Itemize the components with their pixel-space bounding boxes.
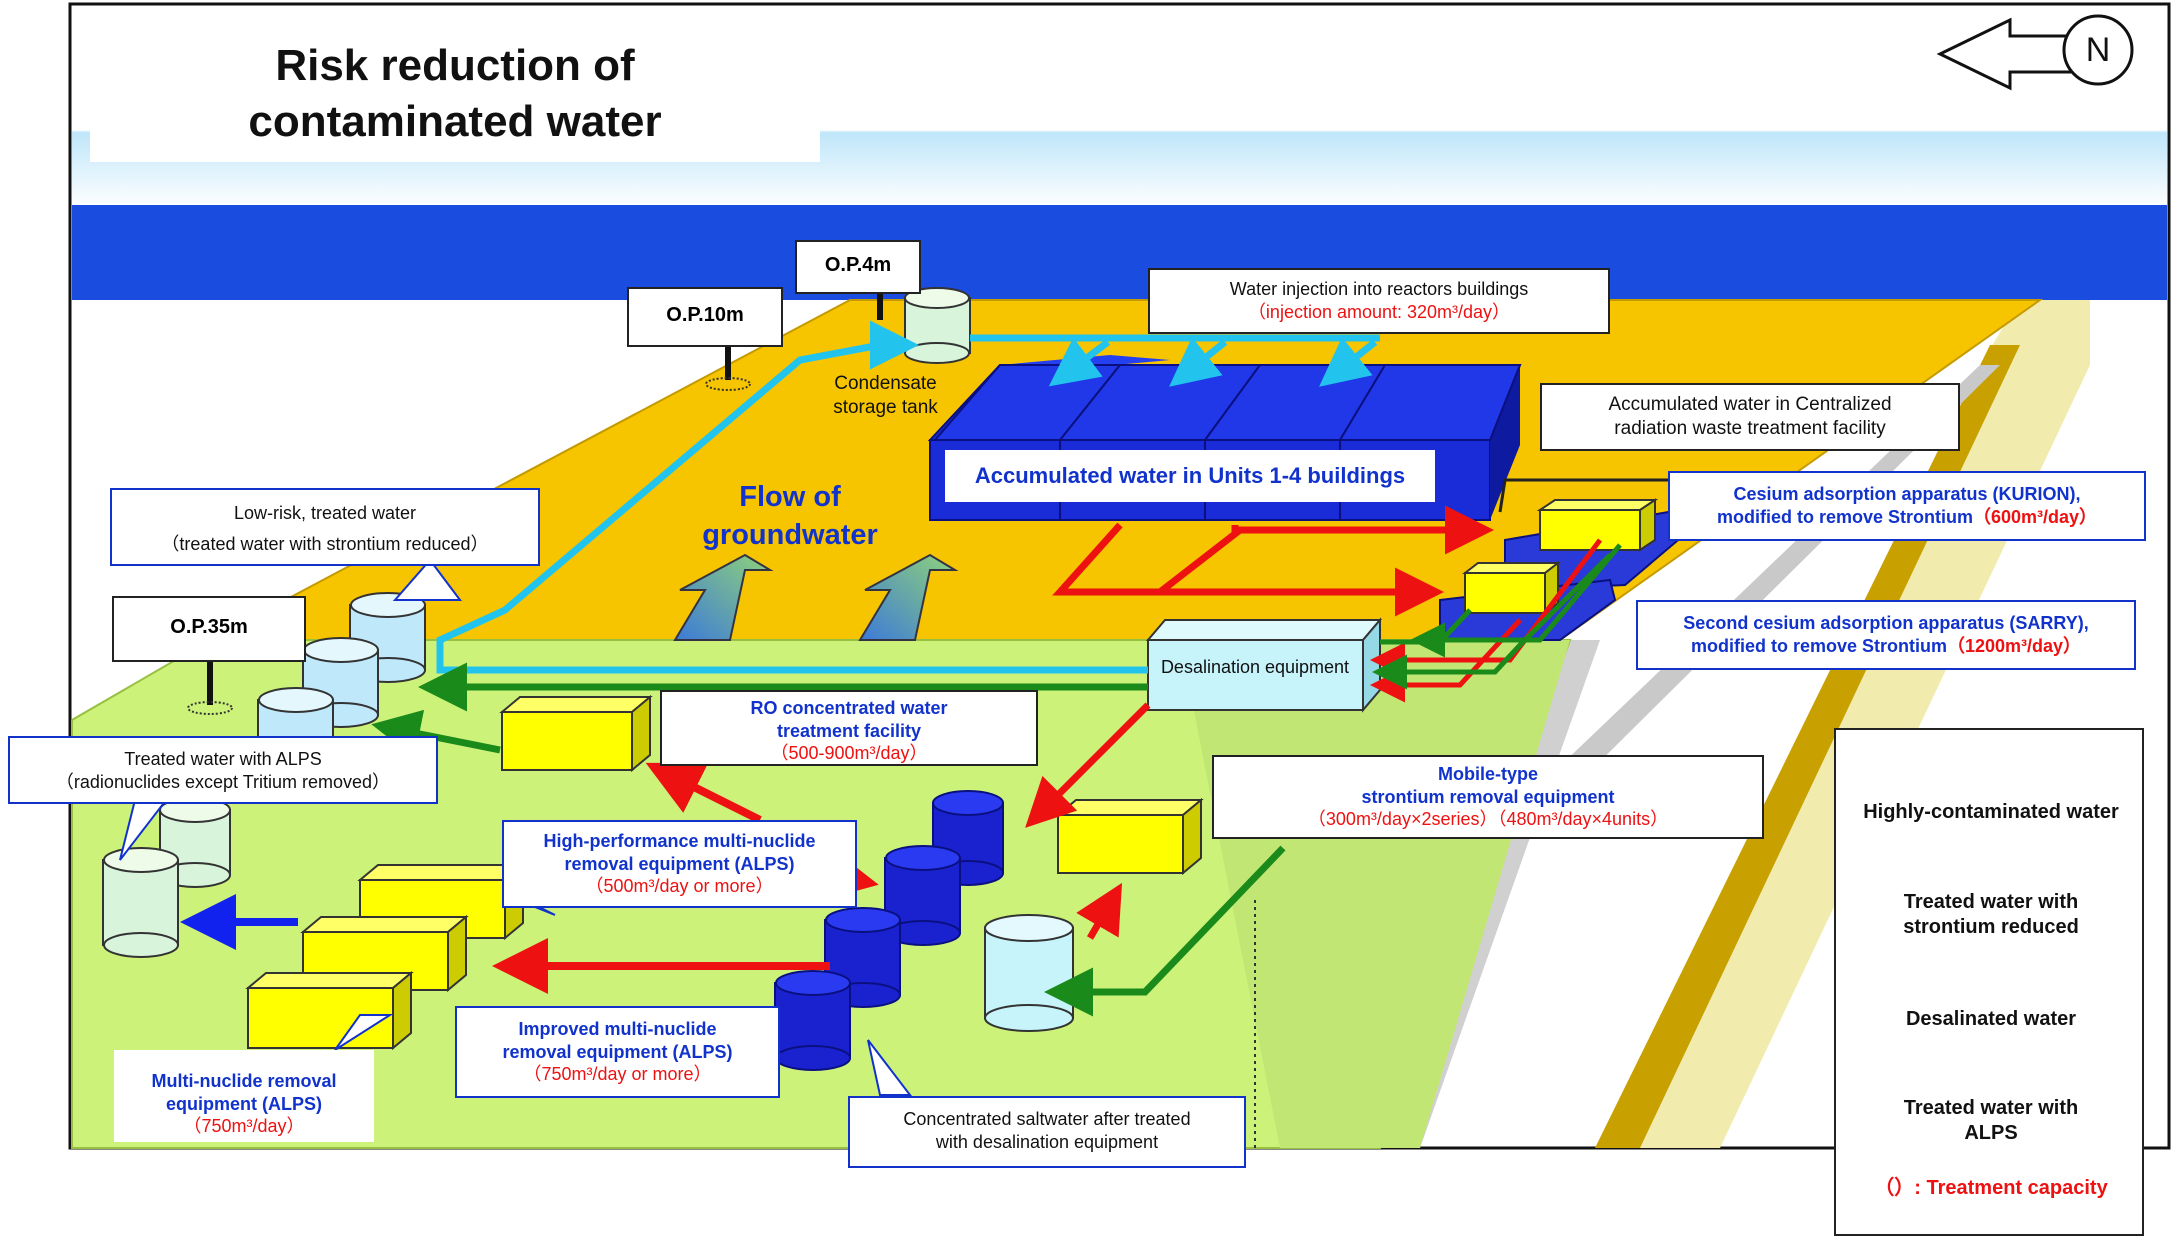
legend-desalinated: Desalinated water	[1836, 1007, 2146, 1032]
saltwater-label: Concentrated saltwater after treated wit…	[848, 1096, 1246, 1168]
centralized-line-2: radiation waste treatment facility	[1614, 417, 1886, 439]
sarry-line-1: Second cesium adsorption apparatus (SARR…	[1683, 613, 2089, 633]
low-risk-tanks	[257, 592, 426, 751]
sarry-line-2: modified to remove Strontium	[1690, 635, 1947, 656]
accumulated-units-label: Accumulated water in Units 1-4 buildings	[974, 463, 1406, 488]
alps-units	[245, 862, 526, 1051]
desalination-label: Desalination equipment	[1160, 657, 1350, 677]
groundwater-line-1: Flow of	[739, 481, 841, 513]
ro-facility	[499, 694, 653, 773]
mobile-line-2: strontium removal equipment	[1361, 786, 1615, 807]
hp-alps-line-2: removal equipment (ALPS)	[564, 853, 795, 874]
legend-item-2-line-0: Desalinated water	[1905, 1008, 2077, 1030]
hp-alps-label: High-performance multi-nuclide removal e…	[502, 820, 857, 908]
ro-line-2: treatment facility	[776, 720, 922, 741]
legend-note: （）: Treatment capacity	[1874, 1177, 2108, 1199]
condensate-label: Condensate storage tank	[818, 372, 953, 420]
kurion-line-1: Cesium adsorption apparatus (KURION),	[1733, 484, 2081, 504]
legend-item-0-line-0: Highly-contaminated water	[1863, 801, 2119, 823]
groundwater-flow-label: Flow of groundwater	[670, 478, 910, 554]
mobile-line-3: （300m³/day×2series）（480m³/day×4units）	[1307, 809, 1669, 829]
legend: Highly-contaminated water Treated water …	[1834, 728, 2144, 1236]
treated-alps-label: Treated water with ALPS （radionuclides e…	[8, 736, 438, 804]
page-title: Risk reduction of contaminated water	[165, 38, 745, 150]
condensate-tank	[904, 287, 971, 364]
legend-item-3-line-0: Treated water with	[1903, 1097, 2079, 1119]
mobile-line-1: Mobile-type	[1437, 764, 1538, 784]
saltwater-tanks	[774, 790, 1004, 1071]
sarry-unit	[1462, 560, 1561, 616]
low-risk-line-1: Low-risk, treated water	[233, 503, 417, 523]
improved-alps-line-3: （750m³/day or more）	[523, 1064, 712, 1084]
reactor-buildings	[927, 355, 1522, 521]
north-label: N	[2085, 31, 2111, 69]
title-line-2: contaminated water	[248, 97, 662, 146]
condensate-line-1: Condensate	[834, 373, 937, 394]
treated-alps-line-1: Treated water with ALPS	[124, 749, 322, 769]
mobile-sr-label: Mobile-type strontium removal equipment …	[1212, 755, 1764, 839]
improved-alps-line-2: removal equipment (ALPS)	[502, 1041, 733, 1062]
mn-alps-line-3: （750m³/day）	[183, 1116, 305, 1136]
sea	[72, 205, 2167, 300]
sarry-label: Second cesium adsorption apparatus (SARR…	[1636, 600, 2136, 670]
low-risk-label: Low-risk, treated water （treated water w…	[110, 488, 540, 566]
legend-item-3-line-1: ALPS	[1964, 1122, 2018, 1144]
water-injection-line-1: Water injection into reactors buildings	[1229, 279, 1529, 299]
mn-alps-line-2: equipment (ALPS)	[166, 1093, 322, 1114]
kurion-unit	[1536, 498, 1659, 552]
ro-facility-label: RO concentrated water treatment facility…	[660, 690, 1038, 766]
legend-strontium-reduced: Treated water with strontium reduced	[1836, 890, 2146, 940]
ro-line-1: RO concentrated water	[750, 698, 948, 718]
kurion-label: Cesium adsorption apparatus (KURION), mo…	[1668, 471, 2146, 541]
legend-highly-contaminated: Highly-contaminated water	[1836, 800, 2146, 825]
legend-item-1-line-0: Treated water with	[1903, 891, 2079, 913]
improved-alps-label: Improved multi-nuclide removal equipment…	[455, 1006, 780, 1098]
title-line-1: Risk reduction of	[275, 41, 635, 90]
improved-alps-line-1: Improved multi-nuclide	[518, 1019, 717, 1039]
legend-item-1-line-1: strontium reduced	[1903, 916, 2079, 938]
sarry-capacity: （1200m³/day）	[1946, 635, 2082, 656]
kurion-capacity: （600m³/day）	[1972, 506, 2098, 527]
hp-alps-line-3: （500m³/day or more）	[585, 876, 774, 896]
mn-alps-label: Multi-nuclide removal equipment (ALPS) （…	[114, 1050, 374, 1142]
ro-line-3: （500-900m³/day）	[770, 743, 928, 763]
saltwater-line-2: with desalination equipment	[935, 1131, 1159, 1152]
mn-alps-line-1: Multi-nuclide removal	[151, 1071, 337, 1091]
alps-tanks	[102, 797, 231, 958]
elevation-op4: O.P.4m	[795, 240, 921, 294]
desalination-unit	[1145, 617, 1383, 713]
legend-alps: Treated water with ALPS	[1836, 1096, 2146, 1146]
treated-alps-line-2: （radionuclides except Tritium removed）	[55, 771, 391, 792]
water-injection-label: Water injection into reactors buildings …	[1148, 268, 1610, 334]
centralized-line-1: Accumulated water in Centralized	[1608, 394, 1892, 415]
condensate-line-2: storage tank	[833, 397, 938, 418]
water-injection-line-2: （injection amount: 320m³/day）	[1247, 301, 1511, 322]
kurion-line-2: modified to remove Strontium	[1716, 506, 1973, 527]
elevation-op35: O.P.35m	[112, 596, 306, 662]
saltwater-line-1: Concentrated saltwater after treated	[903, 1109, 1191, 1129]
low-risk-line-2: （treated water with strontium reduced）	[161, 533, 489, 554]
centralized-facility-label: Accumulated water in Centralized radiati…	[1540, 383, 1960, 451]
elevation-op10: O.P.10m	[627, 287, 783, 347]
groundwater-line-2: groundwater	[702, 519, 878, 551]
hp-alps-line-1: High-performance multi-nuclide	[543, 831, 816, 851]
